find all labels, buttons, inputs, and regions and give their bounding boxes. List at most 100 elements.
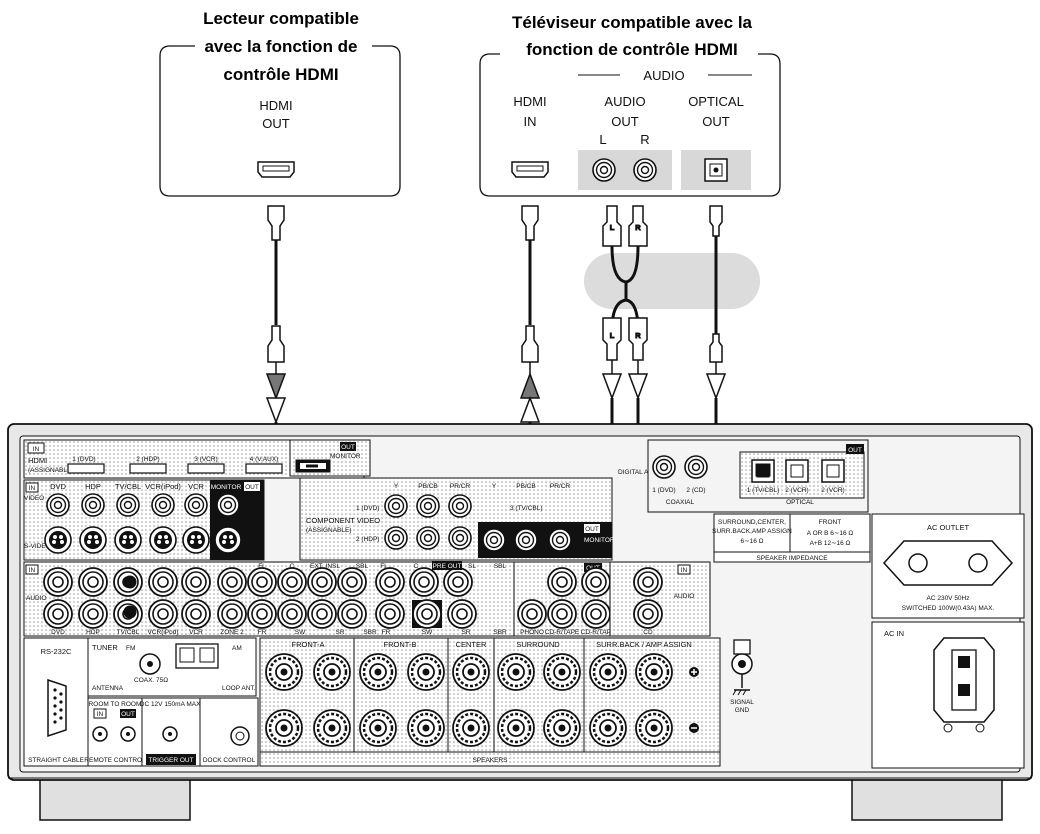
audio-vcr-ipod-r-jack[interactable] [148, 599, 178, 629]
surround-l-minus[interactable] [542, 708, 582, 748]
coaxial-2-jack[interactable] [684, 455, 708, 479]
front-a-r-plus[interactable] [264, 652, 304, 692]
pre-out-sl-jack[interactable] [443, 567, 473, 597]
am-antenna-terminal[interactable] [175, 643, 219, 669]
tv-audio-l-jack[interactable] [592, 158, 616, 182]
front-a-l-plus[interactable] [312, 652, 352, 692]
video-vcr-jack[interactable] [184, 493, 208, 517]
front-b-r-plus[interactable] [358, 652, 398, 692]
front-b-l-plus[interactable] [406, 652, 446, 692]
fm-antenna-jack[interactable] [139, 653, 161, 675]
svideo-vcr-jack[interactable] [182, 526, 210, 554]
audio-dvd-r-jack[interactable] [43, 599, 73, 629]
component-monitor-pr-jack[interactable] [548, 528, 572, 552]
optical-2-port[interactable] [785, 459, 809, 483]
svideo-dvd-jack[interactable] [44, 526, 72, 554]
video-dvd-jack[interactable] [46, 493, 70, 517]
audio-zone2-r-jack[interactable] [217, 599, 247, 629]
pre-out-sw-jack[interactable] [412, 599, 442, 629]
front-b-l-minus[interactable] [406, 708, 446, 748]
video-monitor-jack[interactable] [216, 493, 240, 517]
hdmi-in-3-port[interactable] [187, 463, 225, 474]
tv-optical-out-port[interactable] [704, 158, 728, 182]
front-b-r-minus[interactable] [358, 708, 398, 748]
pre-out-fl-jack[interactable] [375, 567, 405, 597]
audio-dvd-label: DVD [51, 629, 65, 636]
ext-in-sr-jack[interactable] [307, 599, 337, 629]
component-2-y-jack[interactable] [384, 526, 408, 550]
svideo-vcr-ipod-jack[interactable] [149, 526, 177, 554]
svideo-hdp-jack[interactable] [79, 526, 107, 554]
surr-back-r-minus[interactable] [588, 708, 628, 748]
hdmi-in-2-label: 2 (HDP) [136, 456, 159, 463]
remote-in-jack[interactable] [92, 726, 108, 742]
rs232c-port[interactable] [47, 678, 67, 738]
video-hdp-jack[interactable] [81, 493, 105, 517]
tv-hdmi-in-port[interactable] [511, 161, 549, 178]
hdmi-assignable-label: (ASSIGNABLE) [28, 467, 74, 474]
surr-back-l-minus[interactable] [634, 708, 674, 748]
component-2-pr-jack[interactable] [448, 526, 472, 550]
component-2-pb-jack[interactable] [416, 526, 440, 550]
pre-out-fr-jack[interactable] [375, 599, 405, 629]
surround-r-minus[interactable] [496, 708, 536, 748]
component-pr2-label: PR/CR [550, 483, 571, 490]
tv-audio-r-jack[interactable] [633, 158, 657, 182]
hdmi-in-2-port[interactable] [129, 463, 167, 474]
optical-3-port[interactable] [821, 459, 845, 483]
coaxial-1-jack[interactable] [652, 455, 676, 479]
ext-in-sl-jack[interactable] [307, 567, 337, 597]
ext-in-c-jack[interactable] [277, 567, 307, 597]
component-1-pr-jack[interactable] [448, 494, 472, 518]
dock-control-jack[interactable] [230, 726, 250, 746]
ext-in-sbr-jack[interactable] [337, 599, 367, 629]
trigger-out-jack[interactable] [162, 726, 178, 742]
player-hdmi-out-port[interactable] [257, 161, 295, 178]
ext-in-sw-jack[interactable] [277, 599, 307, 629]
pre-out-sr-jack[interactable] [447, 599, 477, 629]
surr-back-l-plus[interactable] [634, 652, 674, 692]
front-a-l-minus[interactable] [312, 708, 352, 748]
signal-gnd-terminal[interactable] [731, 639, 753, 688]
audio-vcr-r-jack[interactable] [181, 599, 211, 629]
component-1-y-jack[interactable] [384, 494, 408, 518]
center-plus[interactable] [451, 652, 491, 692]
component-1-pb-jack[interactable] [416, 494, 440, 518]
video-tvcbl-jack[interactable] [116, 493, 140, 517]
component-monitor-y-jack[interactable] [482, 528, 506, 552]
audio-hdp-r-jack[interactable] [78, 599, 108, 629]
audio-vcr-l-jack[interactable] [181, 567, 211, 597]
front-a-r-minus[interactable] [264, 708, 304, 748]
audio-dvd-l-jack[interactable] [43, 567, 73, 597]
component-video-section: COMPONENT VIDEO (ASSIGNABLE) 1 (DVD) 2 (… [299, 469, 669, 561]
center-minus[interactable] [451, 708, 491, 748]
ext-in-sbl-jack[interactable] [337, 567, 367, 597]
surr-back-r-plus[interactable] [588, 652, 628, 692]
ext-in-fl-jack[interactable] [247, 567, 277, 597]
cd-l-jack[interactable] [633, 567, 663, 597]
audio-vcr-ipod-l-jack[interactable] [148, 567, 178, 597]
ext-in-fr-jack[interactable] [247, 599, 277, 629]
surround-l-plus[interactable] [542, 652, 582, 692]
audio-hdp-l-jack[interactable] [78, 567, 108, 597]
cdr-in-l-jack[interactable] [547, 567, 577, 597]
cdr-in-r-jack[interactable] [547, 599, 577, 629]
ac-outlet-socket[interactable] [882, 540, 1014, 586]
video-tvcbl-label: TV/CBL [115, 482, 141, 491]
cdr-out-l-jack[interactable] [581, 567, 611, 597]
ac-in-socket[interactable] [933, 637, 995, 733]
audio-zone2-l-jack[interactable] [217, 567, 247, 597]
video-vcr-ipod-jack[interactable] [151, 493, 175, 517]
component-monitor-pb-jack[interactable] [514, 528, 538, 552]
hdmi-in-4-label: 4 (V.AUX) [250, 456, 279, 463]
remote-out-jack[interactable] [120, 726, 136, 742]
cd-r-jack[interactable] [633, 599, 663, 629]
pre-out-c-jack[interactable] [409, 567, 439, 597]
cdr-out-r-jack[interactable] [581, 599, 611, 629]
phono-jack[interactable] [517, 599, 547, 629]
svideo-monitor-jack[interactable] [214, 526, 242, 554]
svideo-tvcbl-jack[interactable] [114, 526, 142, 554]
hdmi-in-4-port[interactable] [245, 463, 283, 474]
hdmi-in-1-port[interactable] [67, 463, 105, 474]
surround-r-plus[interactable] [496, 652, 536, 692]
